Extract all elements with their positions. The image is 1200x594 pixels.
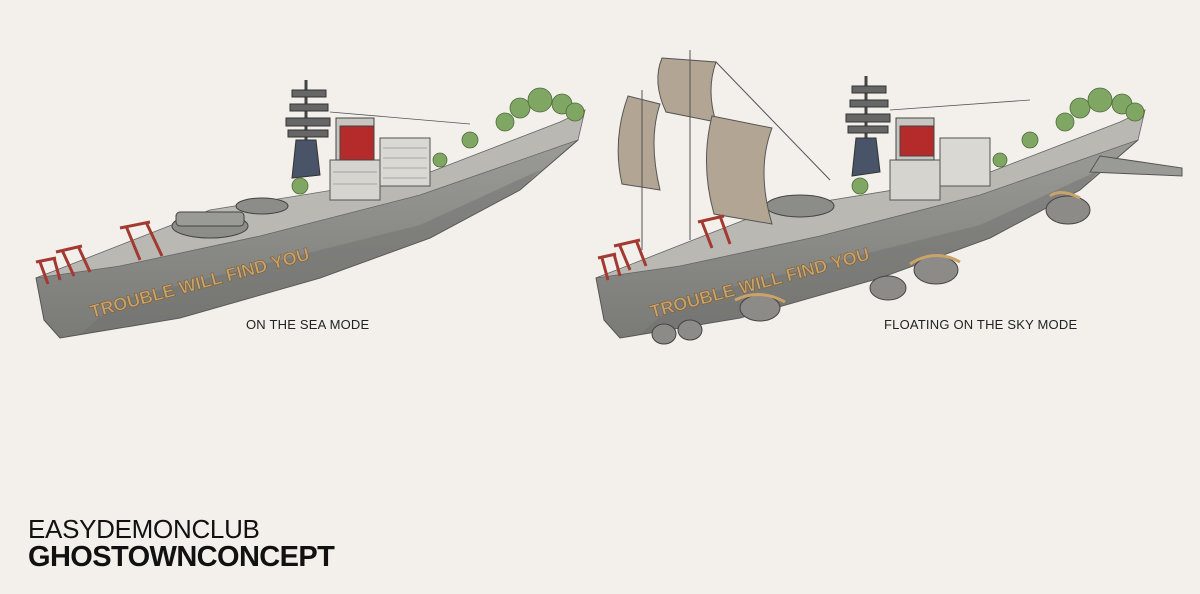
brand-name: EASYDEMONCLUB bbox=[28, 514, 260, 544]
project-name: GHOSTOWNCONCEPT bbox=[28, 541, 335, 573]
sky-mode-ship bbox=[595, 50, 1183, 345]
brand-block: EASYDEMONCLUB GHOSTOWNCONCEPT bbox=[28, 514, 335, 573]
sea-mode-ship bbox=[35, 80, 586, 339]
sails bbox=[617, 57, 773, 225]
caption-sea-mode: ON THE SEA MODE bbox=[246, 317, 370, 332]
deck bbox=[595, 109, 1146, 279]
wing bbox=[1089, 155, 1183, 177]
caption-sky-mode: FLOATING ON THE SKY MODE bbox=[884, 317, 1078, 332]
deck bbox=[35, 109, 586, 279]
